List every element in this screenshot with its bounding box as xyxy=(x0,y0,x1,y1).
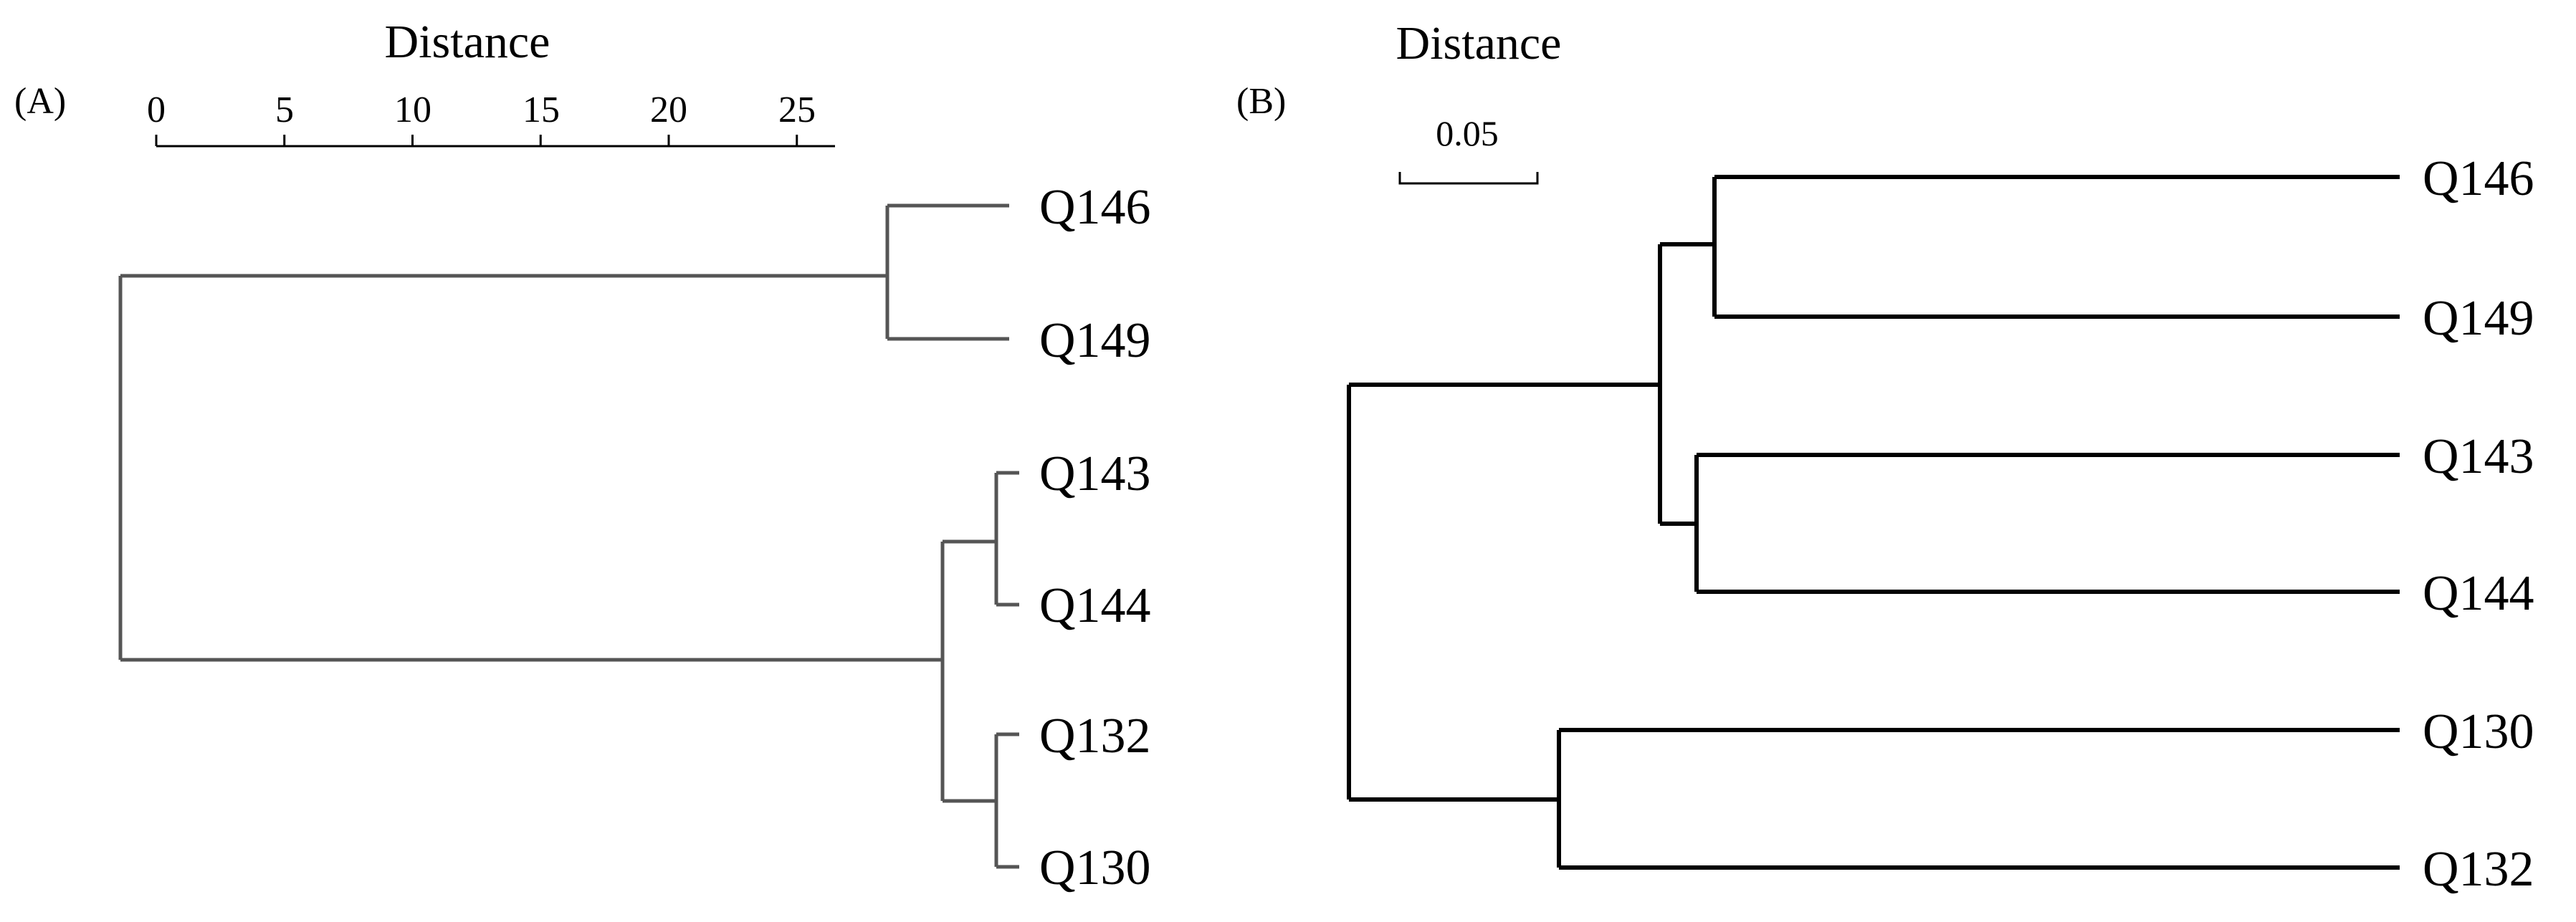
leaf-labels-a: Q146 Q149 Q143 Q144 Q132 Q130 xyxy=(1039,180,1151,895)
panel-a-title: Distance xyxy=(385,16,550,68)
dendrogram-b xyxy=(1347,175,2400,870)
tick-label-0: 0 xyxy=(147,90,166,130)
panel-a-label: (A) xyxy=(14,81,66,122)
tick-label-20: 20 xyxy=(650,90,687,130)
panel-b-title: Distance xyxy=(1396,17,1562,69)
leaf-label-q130: Q130 xyxy=(1039,840,1151,895)
leaf-label-q143-b: Q143 xyxy=(2423,429,2534,484)
leaf-label-q144-b: Q144 xyxy=(2423,566,2534,621)
leaf-labels-b: Q146 Q149 Q143 Q144 Q130 Q132 xyxy=(2423,151,2534,897)
tick-label-5: 5 xyxy=(275,90,294,130)
leaf-label-q144: Q144 xyxy=(1039,578,1151,633)
leaf-label-q146: Q146 xyxy=(1039,180,1151,235)
panel-b-label: (B) xyxy=(1236,81,1286,122)
scale-bar-line xyxy=(1398,172,1539,185)
tick-label-10: 10 xyxy=(394,90,431,130)
distance-axis: 0 5 10 15 20 25 xyxy=(147,90,835,148)
scale-bar-label: 0.05 xyxy=(1436,113,1499,153)
leaf-label-q149: Q149 xyxy=(1039,313,1151,368)
leaf-label-q132-b: Q132 xyxy=(2423,842,2534,897)
leaf-label-q143: Q143 xyxy=(1039,446,1151,501)
leaf-label-q146-b: Q146 xyxy=(2423,151,2534,206)
scale-bar: 0.05 xyxy=(1398,113,1539,185)
tick-label-15: 15 xyxy=(523,90,560,130)
tick-label-25: 25 xyxy=(778,90,816,130)
dendrogram-a xyxy=(118,203,1019,869)
leaf-label-q149-b: Q149 xyxy=(2423,291,2534,346)
leaf-label-q132: Q132 xyxy=(1039,709,1151,764)
panel-a: (A) Distance 0 5 10 15 20 25 xyxy=(14,16,1151,895)
panel-b: (B) Distance 0.05 Q146 xyxy=(1236,17,2534,897)
leaf-label-q130-b: Q130 xyxy=(2423,704,2534,759)
